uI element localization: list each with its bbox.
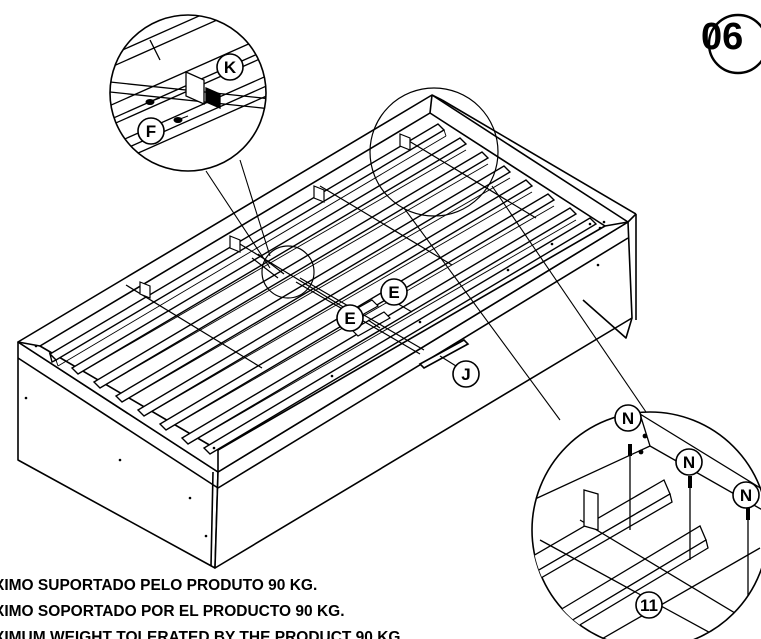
- weight-note-english: XIMUM WEIGHT TOLERATED BY THE PRODUCT 90…: [0, 629, 405, 639]
- zoom-circle-centre: [261, 245, 315, 299]
- svg-text:K: K: [224, 58, 237, 77]
- callout-part-11: 11: [635, 591, 663, 619]
- weight-note-spanish: XIMO SOPORTADO POR EL PRODUCTO 90 KG.: [0, 603, 345, 620]
- svg-text:N: N: [683, 453, 695, 472]
- svg-text:E: E: [388, 283, 399, 302]
- svg-text:N: N: [622, 409, 634, 428]
- svg-text:J: J: [461, 365, 470, 384]
- detail-k-f: [109, 14, 267, 172]
- detail-n: [531, 411, 761, 639]
- leader-lines: [205, 159, 647, 421]
- callout-n-3: N: [732, 481, 760, 509]
- callout-j: J: [452, 360, 480, 388]
- callout-e-upper: E: [380, 278, 408, 306]
- callout-f: F: [137, 117, 165, 145]
- cross-supports: [125, 133, 537, 369]
- step-number-ring: [707, 13, 761, 75]
- handle-j: [418, 339, 470, 369]
- weight-note-portuguese: XIMO SUPORTADO PELO PRODUTO 90 KG.: [0, 577, 318, 594]
- svg-text:N: N: [740, 486, 752, 505]
- zoom-circle-corner: [369, 87, 499, 217]
- svg-text:F: F: [146, 122, 156, 141]
- callout-e-lower: E: [336, 304, 364, 332]
- step-number: 06: [701, 16, 744, 58]
- svg-text:11: 11: [640, 596, 658, 615]
- callout-k: K: [216, 53, 244, 81]
- svg-text:E: E: [344, 309, 355, 328]
- callout-n-2: N: [675, 448, 703, 476]
- callout-n-1: N: [614, 404, 642, 432]
- screw-holes: [24, 220, 606, 538]
